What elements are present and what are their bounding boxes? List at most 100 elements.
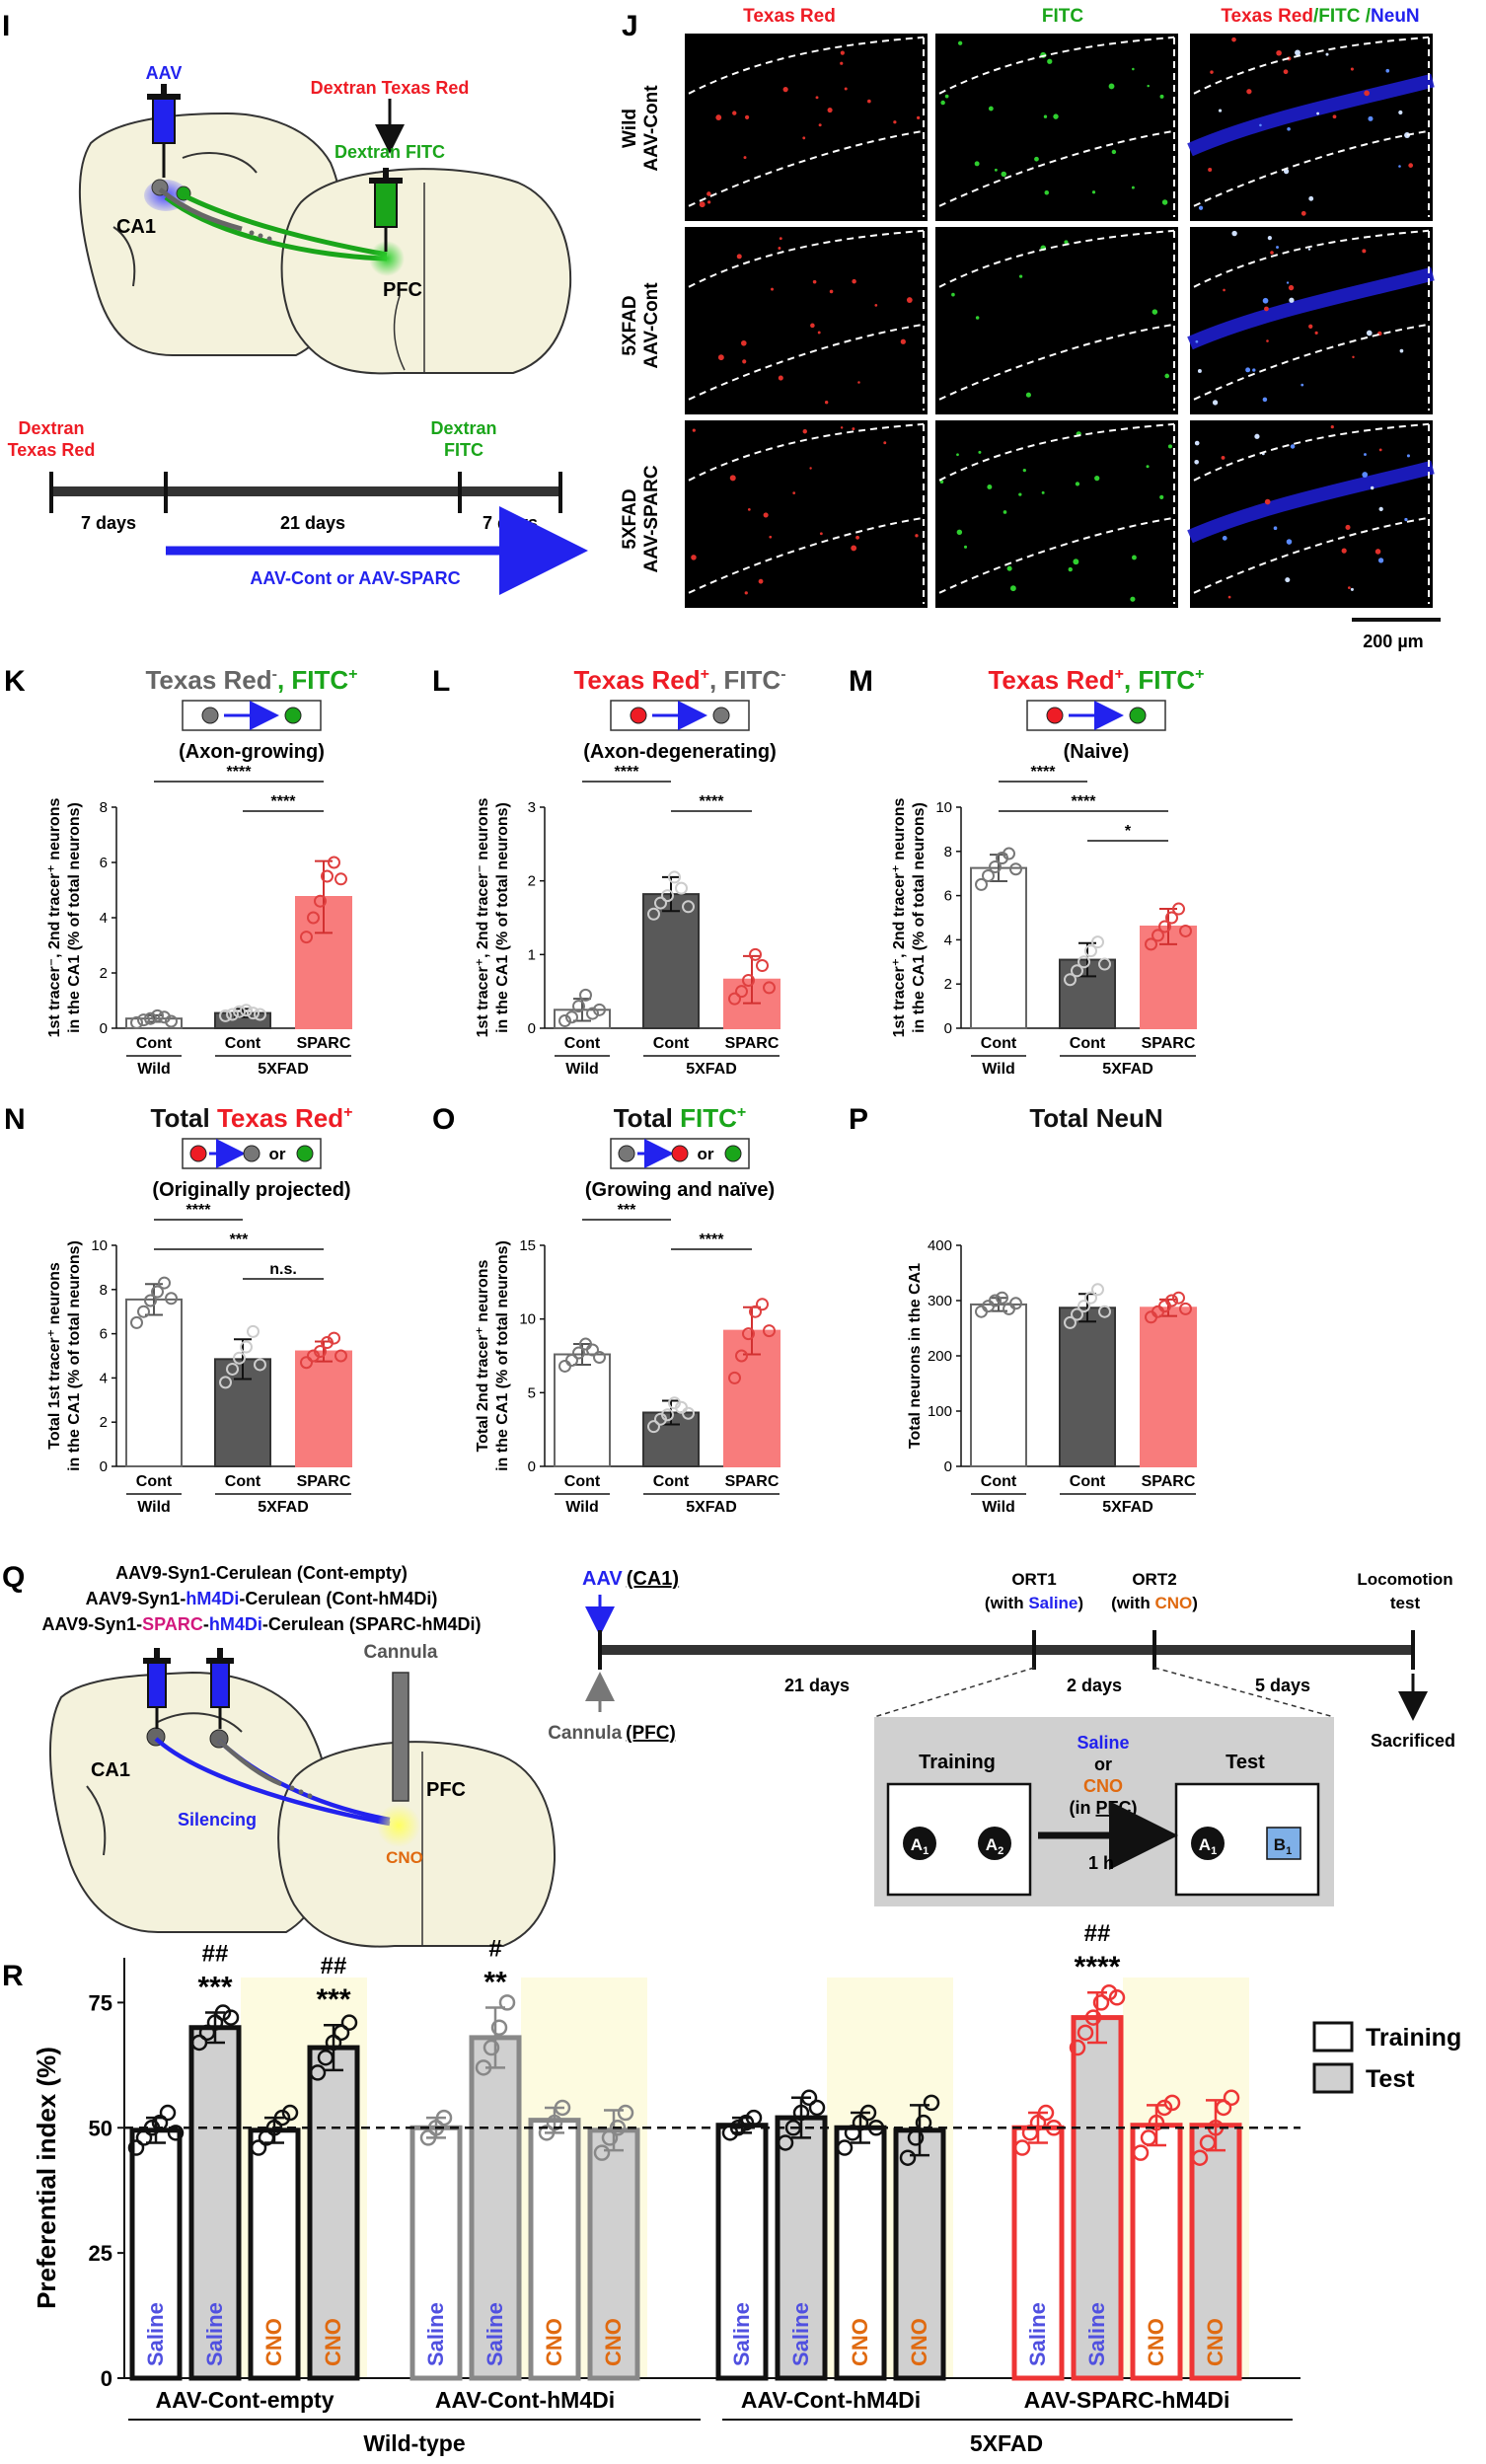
micro-dot (1378, 506, 1383, 512)
data-point (558, 1014, 571, 1028)
bar (1059, 1307, 1116, 1468)
data-point (219, 1376, 232, 1389)
micro-dot (1009, 585, 1016, 592)
q-sacrificed: Sacrificed (1371, 1731, 1455, 1751)
micro-dot (792, 491, 796, 495)
micro-dot (1364, 90, 1370, 97)
micro-dot (809, 467, 812, 470)
micro-dot (1290, 444, 1296, 449)
data-point (314, 894, 327, 908)
cannula-icon (392, 1672, 409, 1802)
data-point (1091, 1283, 1104, 1297)
data-point (899, 2149, 917, 2166)
sig-label: **** (615, 764, 640, 781)
ort-training: Training (919, 1752, 996, 1773)
genotype-label: 5XFAD (970, 2430, 1043, 2456)
brain-left-fold (182, 152, 258, 174)
chart-title: Total Texas Red+ (151, 1103, 353, 1133)
data-point (1108, 1989, 1126, 2006)
data-point (328, 1331, 340, 1345)
data-point (1179, 924, 1192, 937)
brain-q-left-fold (157, 1712, 243, 1733)
micro-dot (691, 555, 697, 560)
title-a: Texas Red (988, 665, 1114, 695)
micro-dot (692, 428, 696, 432)
micro-dot (1212, 400, 1219, 406)
data-point (756, 959, 769, 973)
title-b: , FITC (277, 665, 348, 695)
ort-or: or (1094, 1755, 1112, 1774)
micro-dot (1285, 577, 1291, 583)
tspan: NeuN (1371, 6, 1420, 27)
micro-dot (1378, 448, 1382, 452)
y-tick-label: 0 (100, 1458, 108, 1475)
data-point (144, 1011, 157, 1025)
y-label-2: in the CA1 (% of total neurons) (66, 802, 83, 1033)
brain-q-right (277, 1741, 557, 1948)
micro-dot (1254, 433, 1260, 439)
y-label-1: Total 1st tracer⁺ neurons (46, 1262, 63, 1450)
micro-dot (1068, 566, 1073, 572)
micro-dot (963, 545, 968, 549)
label-dextran-fitc: Dextran FITC (334, 142, 445, 162)
data-point (158, 1010, 171, 1024)
x-tick-label: Cont (136, 1473, 173, 1490)
title-b-sup: + (737, 1104, 746, 1121)
micro-dot (1266, 339, 1269, 342)
data-point (661, 889, 674, 903)
data-point (800, 2089, 818, 2107)
data-point (777, 2134, 794, 2151)
micro-dot (732, 111, 737, 115)
tspan: 1 (1286, 1845, 1292, 1857)
brain-left-fold-2 (112, 226, 136, 287)
tracer-dot-icon (1046, 707, 1064, 724)
treatment-label: CNO (601, 2318, 626, 2366)
micro-dot (1194, 440, 1200, 446)
title-b-sup: + (1195, 666, 1204, 683)
micro-dot (1130, 596, 1136, 602)
data-point (1037, 2104, 1055, 2122)
data-point (915, 2114, 932, 2131)
row-label-1a: Wild (620, 109, 640, 148)
micro-dot (1350, 587, 1354, 591)
dashed-outline (938, 323, 1175, 401)
row-label-2a: 5XFAD (620, 295, 640, 355)
micro-dot (1221, 455, 1226, 460)
tspan: B (1274, 1835, 1286, 1854)
chart-title: Total FITC+ (614, 1103, 747, 1133)
data-point (333, 2024, 350, 2042)
y-tick-label: 0 (528, 1020, 536, 1037)
micro-dot (1146, 465, 1150, 469)
x-tick-label: Cont (225, 1035, 261, 1052)
tspan: AAV9-Syn1- (86, 1589, 186, 1608)
sig-label: *** (230, 1232, 249, 1248)
data-point (661, 1408, 674, 1422)
data-point (1071, 964, 1083, 978)
bar (129, 2128, 183, 2381)
micro-dot (1231, 230, 1237, 237)
tspan: AAV (582, 1568, 623, 1590)
tspan: (CA1) (627, 1568, 679, 1590)
sig-label: n.s. (269, 1261, 297, 1278)
data-point (328, 856, 340, 869)
title-b: , FITC (709, 665, 780, 695)
y-tick-label: 2 (100, 1414, 108, 1431)
micro-dot (1231, 37, 1236, 42)
data-point (317, 2049, 334, 2066)
data-point (1191, 2149, 1209, 2166)
y-tick-label: 1 (528, 946, 536, 963)
y-tick-label: 25 (89, 2241, 112, 2266)
object-a1 (903, 1827, 936, 1860)
data-point (1084, 2009, 1102, 2026)
micro-dot (987, 484, 993, 489)
data-point (989, 859, 1002, 873)
tracer-dot-icon (189, 1145, 207, 1162)
bar (715, 2123, 769, 2381)
panel-letter-p: P (849, 1103, 868, 1136)
y-tick-label: 2 (100, 965, 108, 982)
tspan: (in (1070, 1798, 1096, 1818)
micro-dot (1283, 69, 1289, 75)
y-tick-label: 6 (944, 888, 952, 905)
micro-dot (1276, 246, 1279, 250)
